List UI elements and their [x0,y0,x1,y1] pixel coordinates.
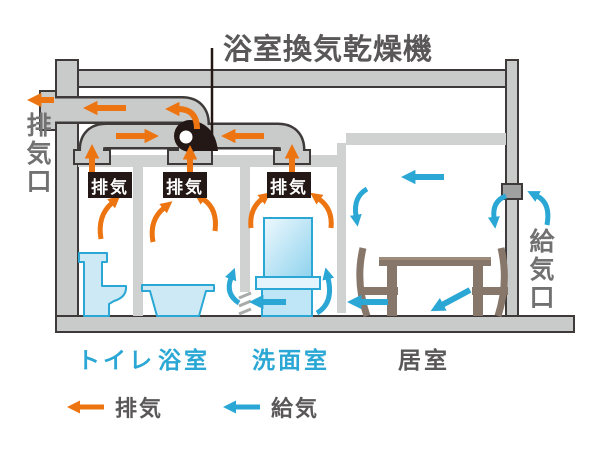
vanity-counter [255,276,321,290]
room-label-bath: 浴室 [158,347,210,373]
exhaust-arrows [27,92,334,243]
supply-flow-arrow [527,191,551,226]
exhaust-outlet-label: 排気口 [23,112,51,196]
supply-flow-arrow [224,267,241,306]
supply-flow-arrow [349,186,369,227]
supply-arrows [224,169,551,316]
chair-back-right [494,247,508,318]
floor [55,315,575,333]
dining-set [356,247,508,318]
supply-vent-box [501,183,523,200]
exhaust-flow-arrow [165,101,200,130]
table-leg-left [387,266,397,316]
partition-bath-washroom [240,167,250,292]
toilet-fixture [78,252,128,317]
exhaust-vent-label-washroom: 排気 [267,172,311,198]
room-label-living: 居室 [398,347,450,373]
table-leg-right [473,266,483,316]
vanity-mirror [263,217,313,278]
exhaust-flow-arrow [97,195,121,240]
room-label-toilet: トイレ [77,347,155,373]
exhaust-flow-arrow [310,192,334,229]
vanity-unit [255,217,321,317]
exhaust-flow-arrow [149,201,173,243]
exhaust-arrow-icon [67,400,104,414]
diagram-title: 浴室換気乾燥機 [223,34,434,66]
exhaust-vent-label-toilet: 排気 [88,172,132,198]
exhaust-flow-arrow [194,193,218,232]
chair-seat-right [472,287,508,295]
room-label-washroom: 洗面室 [252,347,330,373]
supply-flow-arrow [315,267,335,316]
living-ceiling [346,133,506,145]
legend-label-exhaust: 排気 [115,396,164,421]
exhaust-vent-label-bath: 排気 [163,172,207,198]
supply-flow-arrow [430,287,472,312]
partition-toilet-bath [133,167,143,316]
roof [59,69,519,88]
table-top-highlight [379,257,491,260]
legend-label-supply: 給気 [271,396,320,421]
bathtub [141,284,215,317]
exhaust-flow-arrow [248,192,271,229]
supply-flow-arrow [487,193,507,229]
chair-seat-left [362,287,398,295]
legend-item-exhaust: 排気 [66,391,163,423]
door-undercut-hatch [238,291,252,316]
supply-arrow-icon [223,400,260,414]
chair-back-left [356,247,371,318]
supply-inlet-label: 給気口 [526,228,554,312]
partition-washroom-living [337,143,346,313]
table-top [379,257,491,266]
legend-item-supply: 給気 [222,391,319,423]
